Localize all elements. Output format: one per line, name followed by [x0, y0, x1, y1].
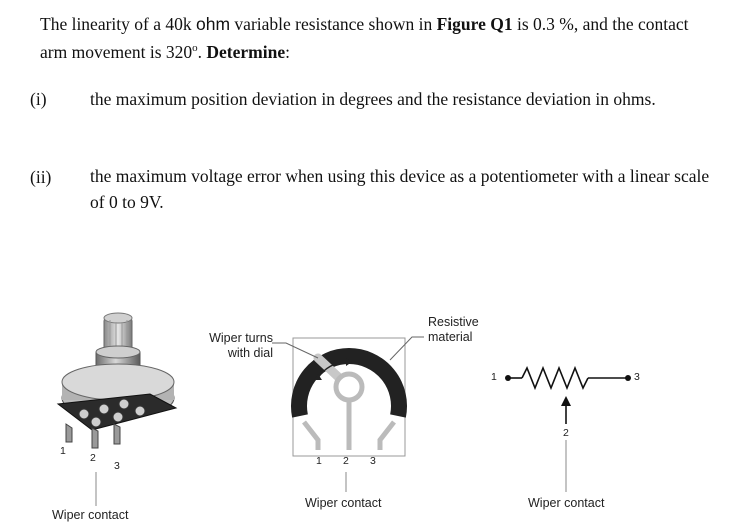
middle-pin-3: 3 — [370, 455, 376, 467]
left-pin-2: 2 — [90, 452, 96, 464]
intro-part2: variable resistance shown in — [230, 14, 437, 34]
problem-statement: The linearity of a 40k ohm variable resi… — [40, 12, 712, 64]
potentiometer-photo — [56, 312, 178, 506]
degree-symbol: o — [192, 42, 198, 54]
middle-pin-1: 1 — [316, 455, 322, 467]
middle-wiper-label: Wiper contact — [305, 496, 382, 510]
intro-part1: The linearity of a 40k — [40, 14, 196, 34]
determine-label: Determine — [206, 41, 286, 62]
resistive-material-label: Resistive material — [428, 315, 479, 344]
intro-part5: : — [285, 41, 290, 62]
intro-part4: . — [197, 41, 207, 62]
left-wiper-label: Wiper contact — [52, 508, 129, 522]
wiper-turns-label: Wiper turns with dial — [209, 331, 273, 360]
symbol-pin-3: 3 — [634, 371, 640, 383]
potentiometer-cutaway — [272, 336, 424, 492]
right-wiper-label: Wiper contact — [528, 496, 605, 510]
potentiometer-symbol — [505, 365, 631, 492]
figure-q1: 1 2 3 Wiper contact Wiper turns with dia… — [0, 300, 732, 531]
unit-ohm: ohm — [196, 14, 231, 34]
symbol-pin-2: 2 — [563, 427, 569, 439]
intro-part3: is 0.3 %, and the contact arm movement i… — [40, 14, 689, 62]
question-2-text: the maximum voltage error when using thi… — [90, 166, 710, 212]
figure-drawing — [56, 312, 631, 506]
symbol-pin-1: 1 — [491, 371, 497, 383]
left-pin-1: 1 — [60, 445, 66, 457]
question-1-number: (i) — [30, 89, 47, 109]
left-pin-3: 3 — [114, 460, 120, 472]
question-1-text: the maximum position deviation in degree… — [90, 89, 656, 109]
figure-reference: Figure Q1 — [436, 14, 513, 34]
question-2-number: (ii) — [30, 167, 52, 187]
middle-pin-2: 2 — [343, 455, 349, 467]
